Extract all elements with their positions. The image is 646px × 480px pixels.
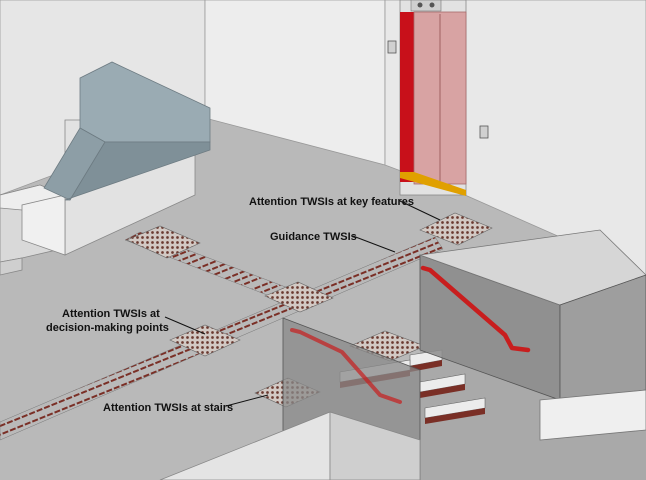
elevator-call-button-right [479, 125, 489, 139]
right-guard-block [419, 229, 646, 441]
attention-pad-intersection [264, 281, 334, 313]
label-attention-key-features: Attention TWSIs at key features [249, 196, 414, 208]
front-guard-block [159, 317, 421, 480]
elevator-call-button-left [387, 40, 397, 54]
label-attention-decision-line2: decision-making points [46, 322, 169, 334]
handrail-right [420, 265, 531, 353]
handrail-front [290, 328, 402, 404]
attention-pad-counter [126, 225, 201, 259]
leader-decision [164, 316, 206, 335]
reception-counter [0, 61, 211, 276]
attention-pad-elevator [419, 212, 493, 246]
leader-key-features [399, 200, 441, 221]
label-attention-decision-line1: Attention TWSIs at [62, 308, 160, 320]
leader-guidance [352, 235, 396, 253]
elevator [399, 0, 467, 196]
label-guidance: Guidance TWSIs [270, 231, 357, 243]
leader-stairs [225, 394, 269, 407]
attention-pad-decision [169, 324, 241, 357]
label-attention-stairs: Attention TWSIs at stairs [103, 402, 233, 414]
